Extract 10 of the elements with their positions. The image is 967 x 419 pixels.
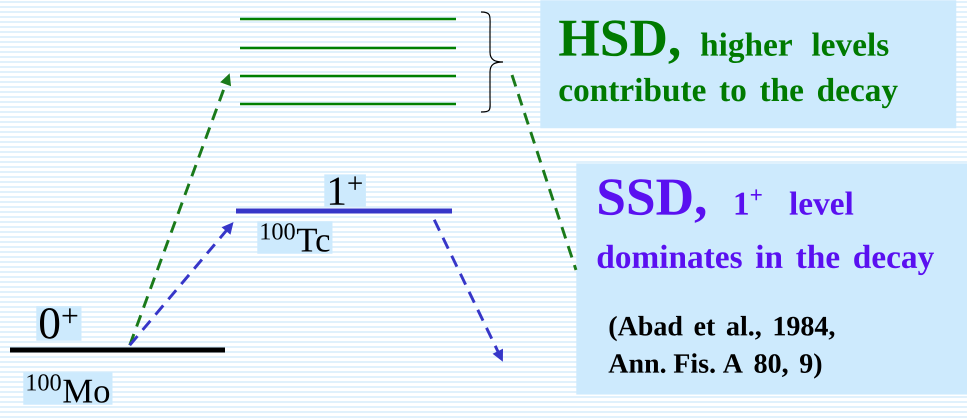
- text-box: HSD, higher levels contribute to the decay: [540, 0, 956, 128]
- level-label: 1$^{+}$: [324, 174, 366, 207]
- energy-level-line: [240, 74, 456, 78]
- energy-level-line: [240, 102, 456, 106]
- level-label: 0$^{+}$: [36, 306, 82, 341]
- level-label: $^{100}$Tc: [257, 221, 332, 254]
- energy-level-line: [240, 18, 456, 20]
- level-label: $^{100}$Mo: [23, 372, 112, 405]
- text-box: SSD, 1$^{+}$ level dominates in the decay (Abad et al., 1984, Ann. Fis. A 80, 9): [576, 163, 967, 395]
- energy-level-line: [240, 46, 456, 50]
